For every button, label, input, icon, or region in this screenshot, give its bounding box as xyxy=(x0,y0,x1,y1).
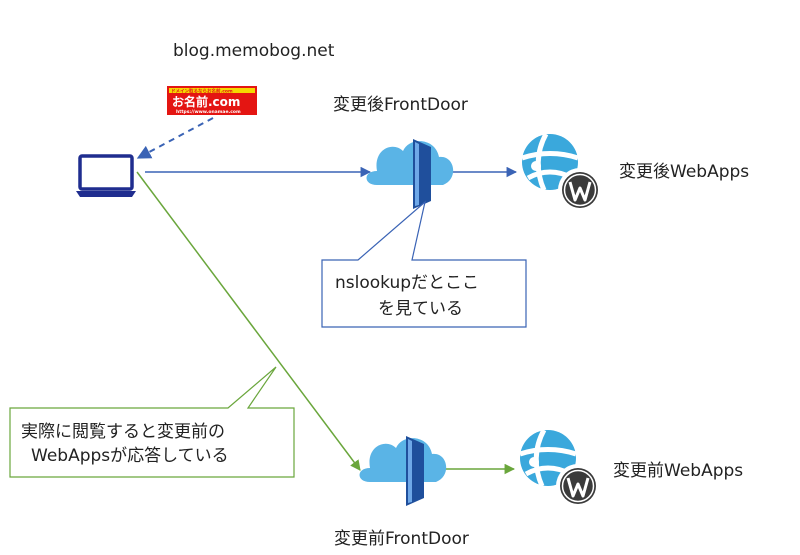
new-webapps-label: 変更後WebApps xyxy=(619,162,749,182)
registrar-banner-text: ドメイン取るならお名前.com xyxy=(171,88,233,95)
nslookup-callout-line-2: を見ている xyxy=(378,299,463,319)
old-frontdoor-label: 変更前FrontDoor xyxy=(334,529,469,549)
registrar-logo: ドメイン取るならお名前.com お名前.com https://www.onam… xyxy=(167,86,257,115)
nslookup-callout-line-1: nslookupだとここ xyxy=(335,273,479,293)
arrow-client-to-old-frontdoor xyxy=(136,171,361,471)
new-webapps-icon xyxy=(522,134,602,212)
domain-label: blog.memobog.net xyxy=(173,41,335,61)
new-frontdoor-icon xyxy=(366,139,454,209)
nslookup-callout: nslookupだとここ を見ている xyxy=(321,200,527,328)
dns-dashed-arrow xyxy=(136,117,214,159)
laptop-icon xyxy=(76,154,136,197)
new-frontdoor-label: 変更後FrontDoor xyxy=(333,95,468,115)
old-frontdoor-icon xyxy=(359,436,447,506)
browse-callout: 実際に閲覧すると変更前の WebAppsが応答している xyxy=(9,366,295,478)
old-webapps-label: 変更前WebApps xyxy=(613,461,743,481)
browse-callout-line-2: WebAppsが応答している xyxy=(31,446,229,466)
browse-callout-line-1: 実際に閲覧すると変更前の xyxy=(21,422,225,442)
registrar-url-text: https://www.onamae.com xyxy=(176,109,241,115)
old-webapps-icon xyxy=(520,430,600,508)
registrar-main-text: お名前.com xyxy=(172,94,240,109)
